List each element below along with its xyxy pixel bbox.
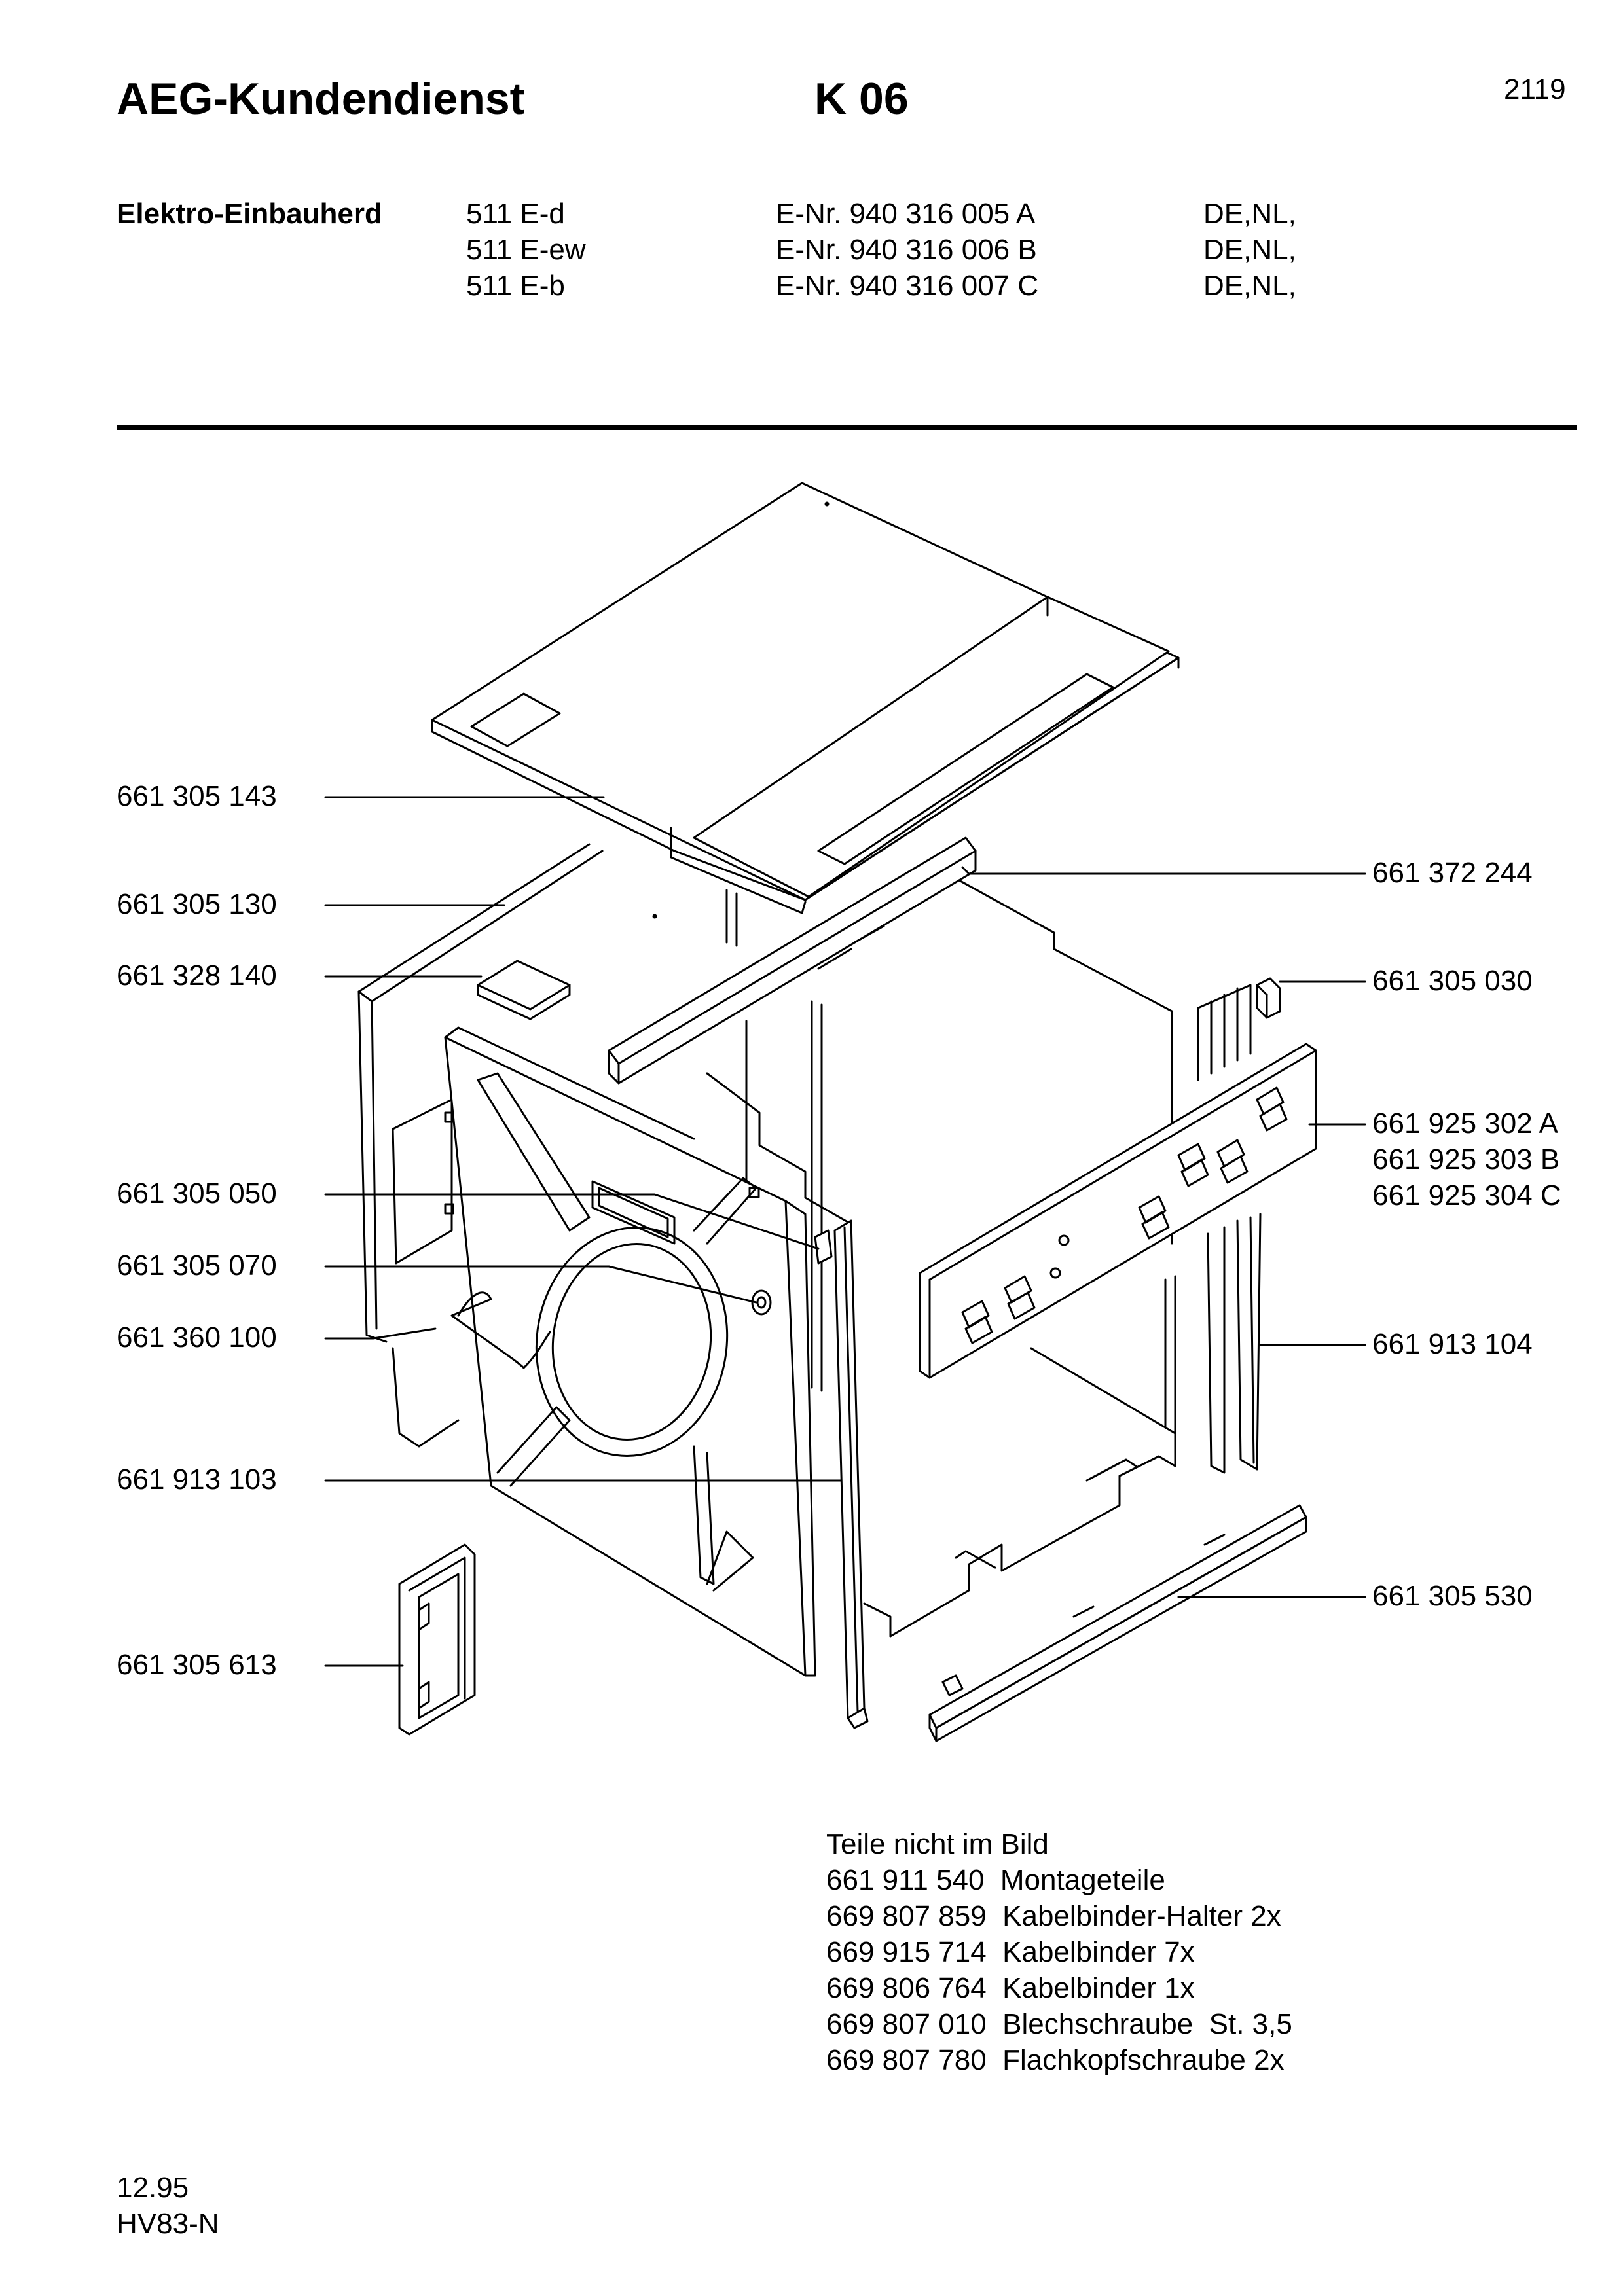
- countries-3: DE,NL,: [1203, 270, 1296, 302]
- small-clip-part: [814, 1229, 833, 1265]
- notes-item: 669 807 859 Kabelbinder-Halter 2x: [826, 1900, 1281, 1932]
- enr-2: E-Nr. 940 316 006 B: [776, 234, 1037, 266]
- notes-item: 669 806 764 Kabelbinder 1x: [826, 1972, 1195, 2004]
- top-cover-panel: [431, 482, 1180, 914]
- notes-item: 669 807 010 Blechschraube St. 3,5: [826, 2008, 1292, 2040]
- top-front-rail: [608, 836, 977, 1085]
- control-panel: [919, 1043, 1317, 1379]
- part-label-left-1: 661 305 143: [117, 780, 277, 812]
- side-bracket: [398, 1543, 476, 1736]
- part-label-left-7: 661 913 103: [117, 1463, 277, 1496]
- model-2: 511 E-ew: [466, 234, 586, 266]
- part-label-left-4: 661 305 050: [117, 1177, 277, 1210]
- bottom-door-rail: [928, 1504, 1307, 1742]
- countries-2: DE,NL,: [1203, 234, 1296, 266]
- small-insulation-frame: [477, 960, 571, 1020]
- model-3: 511 E-b: [466, 270, 565, 302]
- leader-lines-right: [961, 866, 1366, 1598]
- part-label-right-4: 661 925 303 B: [1372, 1143, 1560, 1175]
- part-label-right-7: 661 305 530: [1372, 1580, 1533, 1612]
- part-label-left-2: 661 305 130: [117, 888, 277, 920]
- wire-spring-clip: [450, 1291, 551, 1369]
- parts-not-shown-list: Teile nicht im Bild 661 911 540 Montaget…: [826, 1826, 1292, 2078]
- notes-item: 669 807 780 Flachkopfschraube 2x: [826, 2044, 1285, 2076]
- leader-lines-left: [324, 796, 843, 1667]
- footer-code: HV83-N: [117, 2208, 219, 2240]
- part-label-right-1: 661 372 244: [1372, 857, 1533, 889]
- enr-3: E-Nr. 940 316 007 C: [776, 270, 1039, 302]
- part-label-right-6: 661 913 104: [1372, 1328, 1533, 1360]
- part-label-left-5: 661 305 070: [117, 1249, 277, 1282]
- enr-1: E-Nr. 940 316 005 A: [776, 198, 1036, 230]
- header-divider: [117, 425, 1577, 430]
- product-category: Elektro-Einbauherd: [117, 198, 382, 230]
- part-label-right-5: 661 925 304 C: [1372, 1179, 1561, 1211]
- brand-title: AEG-Kundendienst: [117, 74, 525, 124]
- part-label-right-2: 661 305 030: [1372, 965, 1533, 997]
- countries-1: DE,NL,: [1203, 198, 1296, 230]
- notes-title: Teile nicht im Bild: [826, 1828, 1049, 1860]
- notes-item: 669 915 714 Kabelbinder 7x: [826, 1936, 1195, 1968]
- part-label-left-8: 661 305 613: [117, 1649, 277, 1681]
- footer-date: 12.95: [117, 2172, 189, 2204]
- front-side-wall: [444, 1026, 816, 1677]
- page-number: 2119: [1504, 73, 1566, 105]
- small-connector-clip: [1256, 977, 1281, 1019]
- notes-item: 661 911 540 Montageteile: [826, 1864, 1165, 1896]
- part-label-left-3: 661 328 140: [117, 960, 277, 992]
- document-code: K 06: [814, 74, 909, 124]
- part-label-left-6: 661 360 100: [117, 1321, 277, 1354]
- right-vertical-seal: [1197, 984, 1262, 1474]
- front-vertical-seal: [833, 1219, 869, 1729]
- model-1: 511 E-d: [466, 198, 565, 230]
- part-label-right-3: 661 925 302 A: [1372, 1107, 1558, 1139]
